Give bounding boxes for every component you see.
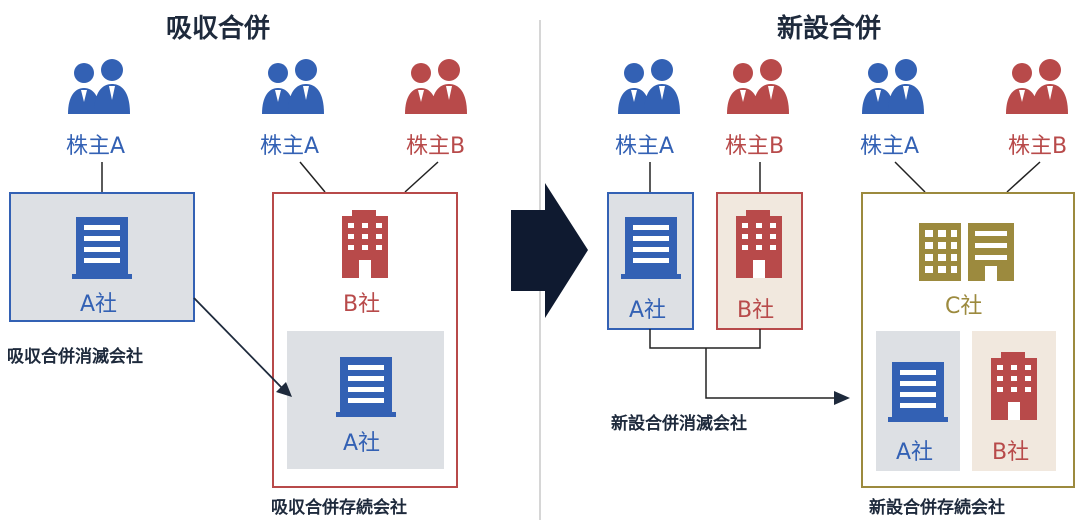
company-label: C社 xyxy=(945,294,983,319)
shareholder-label: 株主A xyxy=(260,134,320,159)
office-building-icon xyxy=(991,352,1037,420)
dissolved-caption: 新設合併消滅会社 xyxy=(611,414,747,434)
people-icon xyxy=(618,59,680,114)
people-icon xyxy=(1006,59,1068,114)
company-label: A社 xyxy=(896,440,934,465)
building-icon xyxy=(625,217,677,275)
right-title: 新設合併 xyxy=(777,14,882,44)
company-label: A社 xyxy=(343,431,381,456)
company-label: A社 xyxy=(629,298,667,323)
office-building-icon xyxy=(736,210,782,278)
shareholder-label: 株主B xyxy=(406,134,466,159)
shareholder-label: 株主A xyxy=(860,134,920,159)
people-icon xyxy=(862,59,924,114)
office-building-icon xyxy=(342,210,388,278)
shareholder-label: 株主B xyxy=(1008,134,1068,159)
building-icon xyxy=(76,217,128,275)
surviving-caption: 新設合併存続会社 xyxy=(869,498,1005,518)
left-title: 吸収合併 xyxy=(166,14,271,44)
shareholder-label: 株主B xyxy=(725,134,785,159)
shareholder-label: 株主A xyxy=(615,134,675,159)
building-icon xyxy=(919,223,1014,281)
dissolved-caption: 吸収合併消滅会社 xyxy=(7,347,143,367)
company-label: B社 xyxy=(992,440,1030,465)
company-label: B社 xyxy=(737,298,775,323)
building-icon xyxy=(340,357,392,415)
people-icon xyxy=(68,59,130,114)
arrow-icon xyxy=(511,183,588,318)
people-icon xyxy=(405,59,467,114)
building-icon xyxy=(892,362,944,420)
surviving-caption: 吸収合併存続会社 xyxy=(271,498,407,518)
company-label: A社 xyxy=(80,292,118,317)
shareholder-label: 株主A xyxy=(66,134,126,159)
people-icon xyxy=(727,59,789,114)
company-label: B社 xyxy=(343,292,381,317)
people-icon xyxy=(262,59,324,114)
